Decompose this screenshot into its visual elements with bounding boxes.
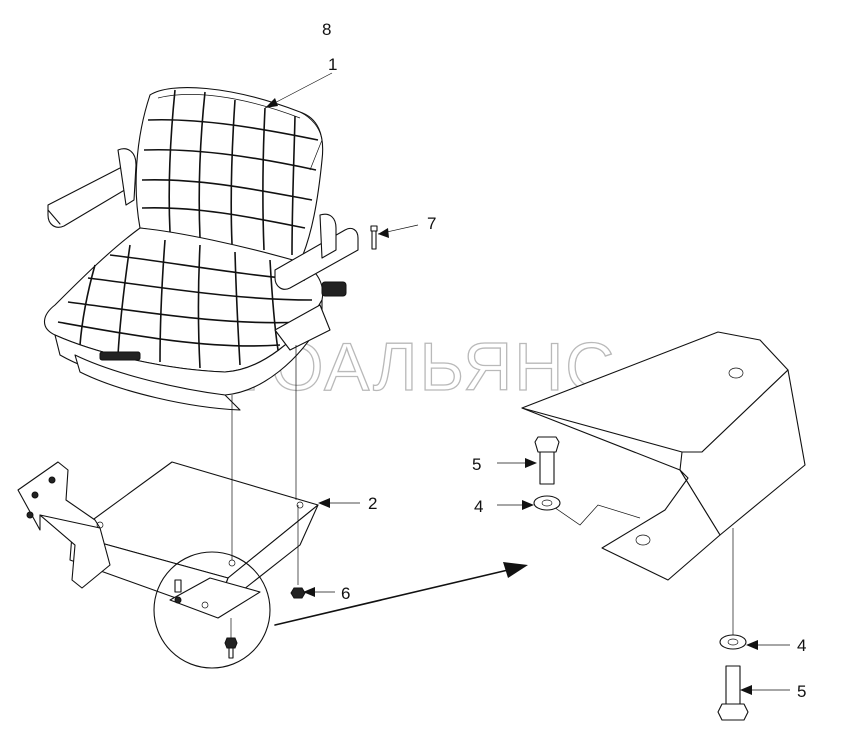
seat-assembly [43, 87, 359, 411]
callout-5-upper: 5 [472, 455, 481, 474]
nut-6 [290, 587, 306, 599]
enlarged-bracket [521, 331, 806, 635]
right-armrest [274, 227, 359, 290]
left-armrest [47, 166, 133, 228]
callout-7: 7 [427, 214, 436, 233]
callout-1: 1 [328, 55, 337, 74]
detail-circle [153, 551, 271, 669]
bolt-7 [370, 225, 378, 250]
seat-bracket [17, 461, 319, 613]
bolt-5-lower [717, 665, 749, 721]
bolt-5-upper [534, 436, 560, 485]
callout-2: 2 [368, 494, 377, 513]
callout-6: 6 [341, 584, 350, 603]
callout-4-upper: 4 [474, 497, 483, 516]
seat-base [74, 354, 241, 411]
callout-leaders [264, 72, 790, 695]
washer-4-upper [533, 495, 561, 511]
callout-4-lower: 4 [797, 636, 806, 655]
detail-arrow [274, 562, 528, 626]
backrest-pattern [141, 89, 319, 256]
callout-5-lower: 5 [797, 682, 806, 701]
washer-4-lower [719, 634, 747, 650]
callout-8: 8 [322, 20, 331, 39]
